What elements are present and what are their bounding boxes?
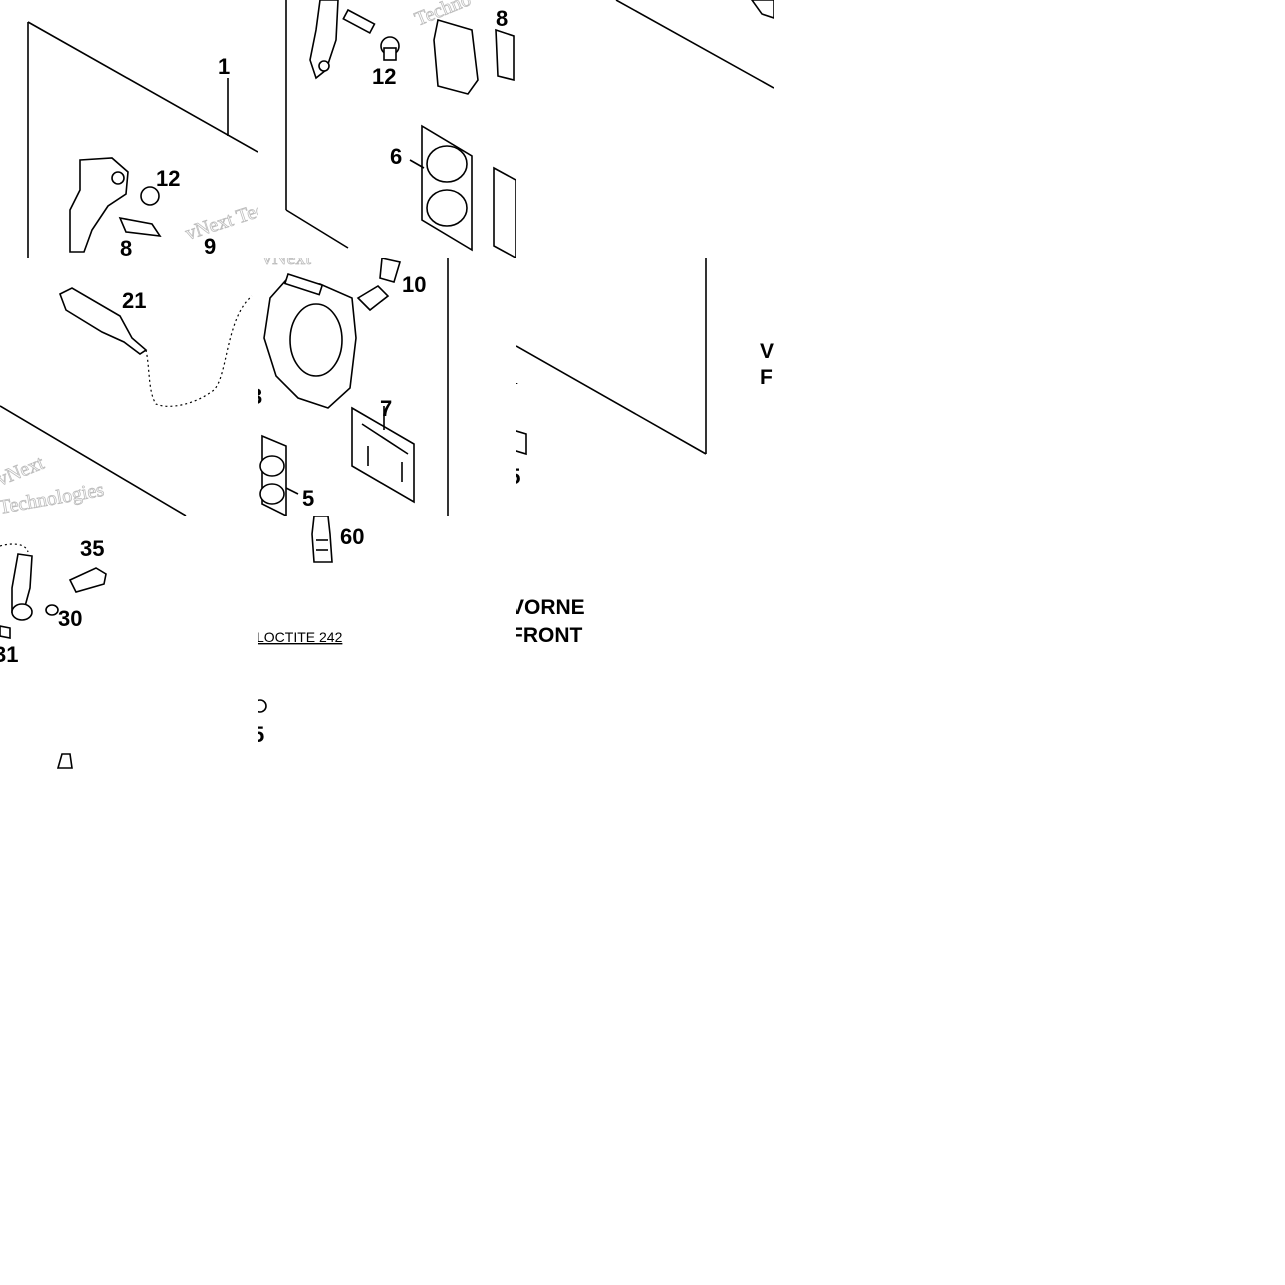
svg-text:vNext: vNext bbox=[262, 258, 311, 269]
direction-label-v: V bbox=[760, 340, 774, 363]
diagram-tile-banjo: 35 30 31 bbox=[0, 516, 258, 774]
loctite-label: LOCTITE 242 bbox=[258, 629, 343, 645]
callout-12: 12 bbox=[156, 166, 180, 191]
callout-21: 21 bbox=[122, 288, 146, 313]
callout-35: 35 bbox=[80, 536, 104, 561]
callout-1: 1 bbox=[218, 54, 230, 79]
callout-6: 6 bbox=[390, 144, 402, 169]
diagram-tile-loctite: 60 LOCTITE 242 5 bbox=[258, 516, 516, 774]
svg-text:vNext Tec: vNext Tec bbox=[183, 198, 258, 244]
direction-label-front: FRONT bbox=[516, 624, 582, 647]
callout-8: 8 bbox=[496, 6, 508, 31]
diagram-tile-brake-line: vNext Technologies 21 bbox=[0, 258, 258, 516]
callout-60: 60 bbox=[340, 524, 364, 549]
diagram-tile-bracket: vNext Tec 1 12 8 9 bbox=[0, 0, 258, 258]
direction-label-vorne: VORNE bbox=[516, 596, 585, 619]
callout-7: 7 bbox=[380, 396, 392, 421]
diagram-tile-frame-top bbox=[516, 0, 774, 258]
diagram-tile-pads: Techno 12 8 6 bbox=[258, 0, 516, 258]
direction-label-f: F bbox=[760, 366, 773, 389]
callout-8: 8 bbox=[120, 236, 132, 258]
callout-3: 3 bbox=[258, 384, 262, 409]
callout-12: 12 bbox=[372, 64, 396, 89]
callout-15: 15 bbox=[516, 464, 520, 489]
diagram-tile-bolt: L 15 V F bbox=[516, 258, 774, 516]
svg-text:L: L bbox=[516, 371, 518, 387]
callout-30: 30 bbox=[58, 606, 82, 631]
diagram-tile-direction: VORNE FRONT bbox=[516, 516, 774, 774]
svg-text:vNext: vNext bbox=[0, 452, 48, 491]
callout-5: 5 bbox=[302, 486, 314, 511]
diagram-tile-caliper: vNext 10 7 3 5 bbox=[258, 258, 516, 516]
callout-31: 31 bbox=[0, 642, 18, 667]
callout-10: 10 bbox=[402, 272, 426, 297]
callout-9: 9 bbox=[204, 234, 216, 258]
callout-5b: 5 bbox=[258, 722, 264, 747]
